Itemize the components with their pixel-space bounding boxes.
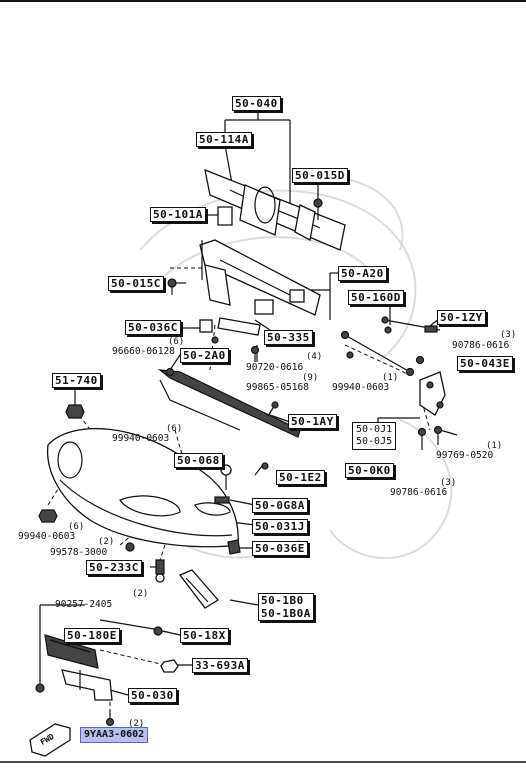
- qty-99769: (1): [486, 441, 503, 451]
- bolt-90720: [250, 345, 260, 362]
- callout-50-030[interactable]: 50-030: [128, 688, 177, 703]
- bracket-18x: [99, 619, 163, 636]
- callout-50-068[interactable]: 50-068: [174, 453, 223, 468]
- callout-50-0j1-group[interactable]: 50-0J1 50-0J5: [352, 422, 397, 450]
- callout-50-160d[interactable]: 50-160D: [348, 290, 404, 305]
- callout-50-1b0-line1: 50-1B0: [261, 594, 304, 607]
- callout-50-0j1: 50-0J1: [356, 424, 393, 435]
- clip-036e: [227, 539, 241, 555]
- callout-50-1zy[interactable]: 50-1ZY: [437, 310, 486, 325]
- callout-50-1b0a-line2: 50-1B0A: [261, 607, 311, 620]
- bumper-bracket-a20: [199, 239, 321, 316]
- callout-50-335[interactable]: 50-335: [264, 330, 313, 345]
- bracket-030: [61, 669, 113, 701]
- highlighted-part-9yaa3[interactable]: 9YAA3-0602: [80, 727, 149, 743]
- nut-99578: [125, 542, 135, 552]
- label-99940-c[interactable]: 99940-0603: [18, 531, 76, 542]
- callout-50-a20[interactable]: 50-A20: [338, 266, 387, 281]
- callout-50-0j5: 50-0J5: [356, 436, 393, 447]
- fastener-233c: [155, 559, 165, 583]
- label-99769[interactable]: 99769-0520: [436, 450, 494, 461]
- callout-50-043e[interactable]: 50-043E: [457, 356, 513, 371]
- callout-50-18x[interactable]: 50-18X: [180, 628, 229, 643]
- qty-90720: (4): [306, 352, 323, 362]
- callout-51-740[interactable]: 51-740: [52, 373, 101, 388]
- fwd-arrow-icon: [29, 723, 71, 757]
- part-1e2: [254, 462, 269, 476]
- label-90786-b[interactable]: 90786-0616: [390, 487, 448, 498]
- callout-50-040[interactable]: 50-040: [232, 96, 281, 111]
- qty-99578: (2): [98, 537, 115, 547]
- qty-90786-a: (3): [500, 330, 517, 340]
- bolt-90786-lower: [417, 427, 427, 450]
- label-96660[interactable]: 96660-06128: [112, 346, 175, 357]
- qty-99940-c: (6): [68, 522, 85, 532]
- bolt-068: [220, 464, 232, 490]
- label-90720[interactable]: 90720-0616: [246, 362, 304, 373]
- qty-99940-b: (6): [166, 424, 183, 434]
- bumper-reinforcement: [204, 168, 346, 251]
- qty-99940-a: (1): [382, 373, 399, 383]
- callout-50-1ay[interactable]: 50-1AY: [288, 414, 337, 429]
- bolt-015c: [167, 278, 177, 295]
- bolt-99769: [433, 425, 443, 445]
- nut-33693a: [160, 659, 179, 673]
- label-90786-a[interactable]: 90786-0616: [452, 340, 510, 351]
- callout-50-233c[interactable]: 50-233C: [86, 560, 142, 575]
- callout-50-031j[interactable]: 50-031J: [252, 519, 308, 534]
- nut-51740: [65, 404, 85, 419]
- callout-50-0k0[interactable]: 50-0K0: [345, 463, 394, 478]
- lower-grille-1b0: [178, 569, 219, 609]
- callout-50-036c[interactable]: 50-036C: [125, 320, 181, 335]
- callout-50-180e[interactable]: 50-180E: [64, 628, 120, 643]
- clip-90257: [35, 683, 45, 693]
- clip-0g8a: [214, 496, 230, 504]
- clip-036c: [199, 319, 219, 344]
- bracket-101a: [217, 206, 233, 226]
- label-99578[interactable]: 99578-3000: [50, 547, 108, 558]
- screw-99865: [267, 401, 279, 417]
- qty-90257: (2): [132, 589, 149, 599]
- callout-50-0g8a[interactable]: 50-0G8A: [252, 498, 308, 513]
- callout-50-036e[interactable]: 50-036E: [252, 541, 308, 556]
- callout-50-2a0[interactable]: 50-2A0: [180, 348, 229, 363]
- callout-50-1b0[interactable]: 50-1B0 50-1B0A: [258, 593, 314, 621]
- bracket-043e: [415, 355, 446, 416]
- callout-50-101a[interactable]: 50-101A: [150, 207, 206, 222]
- callout-33-693a[interactable]: 33-693A: [192, 658, 248, 673]
- undercover-180e: [44, 634, 99, 669]
- bolt-9yaa3: [105, 710, 115, 727]
- label-99940-b[interactable]: 99940-0603: [112, 433, 170, 444]
- qty-96660: (6): [168, 337, 185, 347]
- nut-99940-left: [38, 509, 58, 523]
- label-99940-a[interactable]: 99940-0603: [332, 382, 390, 393]
- callout-50-1e2[interactable]: 50-1E2: [276, 470, 325, 485]
- rod-1zy: [381, 316, 441, 334]
- screw-96660: [165, 367, 175, 377]
- label-99865[interactable]: 99865-05168: [246, 382, 309, 393]
- rod-160d: [340, 330, 415, 377]
- qty-9yaa3: (2): [128, 719, 145, 729]
- label-90257[interactable]: 90257-2405: [55, 599, 113, 610]
- qty-99865: (9): [302, 373, 319, 383]
- qty-90786-b: (3): [440, 478, 457, 488]
- callout-50-114a[interactable]: 50-114A: [196, 132, 252, 147]
- grille-strip-2a0: [158, 369, 301, 438]
- callout-50-015d[interactable]: 50-015D: [292, 168, 348, 183]
- callout-50-015c[interactable]: 50-015C: [108, 276, 164, 291]
- bolt-015d: [313, 198, 323, 220]
- bracket-335: [217, 317, 261, 336]
